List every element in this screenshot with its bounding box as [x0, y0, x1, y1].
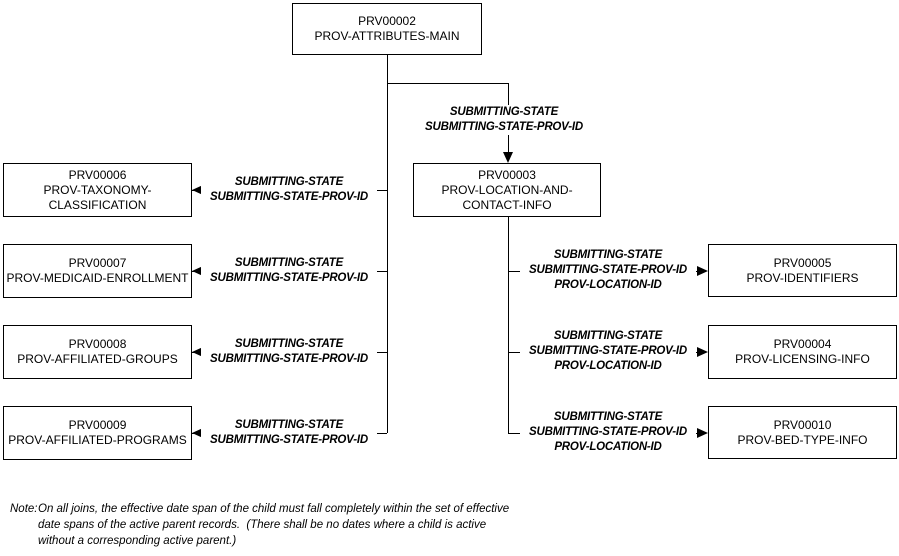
- arrowhead-left-into-medicaid: [192, 266, 203, 276]
- arrowhead-right-into-licensing: [697, 347, 708, 357]
- edge-label-main-to-medicaid: SUBMITTING-STATE SUBMITTING-STATE-PROV-I…: [201, 256, 377, 286]
- node-prov-taxonomy-classification: PRV00006 PROV-TAXONOMY- CLASSIFICATION: [3, 163, 192, 217]
- connector-trunk-main: [387, 55, 388, 433]
- node-prov-affiliated-groups: PRV00008 PROV-AFFILIATED-GROUPS: [3, 325, 192, 379]
- arrowhead-down-into-location: [503, 152, 513, 163]
- arrowhead-right-into-identifiers: [697, 266, 708, 276]
- arrowhead-left-into-programs: [192, 428, 203, 438]
- note: Note: On all joins, the effective date s…: [10, 501, 583, 549]
- node-prov-affiliated-programs: PRV00009 PROV-AFFILIATED-PROGRAMS: [3, 406, 192, 460]
- edge-label-location-to-identifiers: SUBMITTING-STATE SUBMITTING-STATE-PROV-I…: [520, 248, 696, 293]
- note-label: Note:: [10, 503, 38, 515]
- arrowhead-right-into-bedtype: [697, 428, 708, 438]
- edge-label-location-to-licensing: SUBMITTING-STATE SUBMITTING-STATE-PROV-I…: [520, 329, 696, 374]
- node-prov-location-and-contact-info: PRV00003 PROV-LOCATION-AND- CONTACT-INFO: [413, 163, 601, 217]
- edge-label-main-to-location: SUBMITTING-STATE SUBMITTING-STATE-PROV-I…: [416, 105, 592, 135]
- edge-label-main-to-groups: SUBMITTING-STATE SUBMITTING-STATE-PROV-I…: [201, 337, 377, 367]
- connector-branch-top-horizontal: [387, 83, 508, 84]
- connector-spine-location: [508, 217, 509, 433]
- edge-label-main-to-taxonomy: SUBMITTING-STATE SUBMITTING-STATE-PROV-I…: [201, 175, 377, 205]
- node-prov-bed-type-info: PRV00010 PROV-BED-TYPE-INFO: [708, 406, 897, 459]
- edge-label-location-to-bedtype: SUBMITTING-STATE SUBMITTING-STATE-PROV-I…: [520, 410, 696, 455]
- arrowhead-left-into-taxonomy: [192, 185, 203, 195]
- node-prov-identifiers: PRV00005 PROV-IDENTIFIERS: [708, 244, 897, 297]
- arrowhead-left-into-groups: [192, 347, 203, 357]
- node-prov-licensing-info: PRV00004 PROV-LICENSING-INFO: [708, 325, 897, 379]
- node-prov-medicaid-enrollment: PRV00007 PROV-MEDICAID-ENROLLMENT: [3, 244, 192, 298]
- note-text: On all joins, the effective date span of…: [38, 503, 510, 547]
- edge-label-main-to-programs: SUBMITTING-STATE SUBMITTING-STATE-PROV-I…: [201, 418, 377, 448]
- node-prov-attributes-main: PRV00002 PROV-ATTRIBUTES-MAIN: [292, 3, 482, 55]
